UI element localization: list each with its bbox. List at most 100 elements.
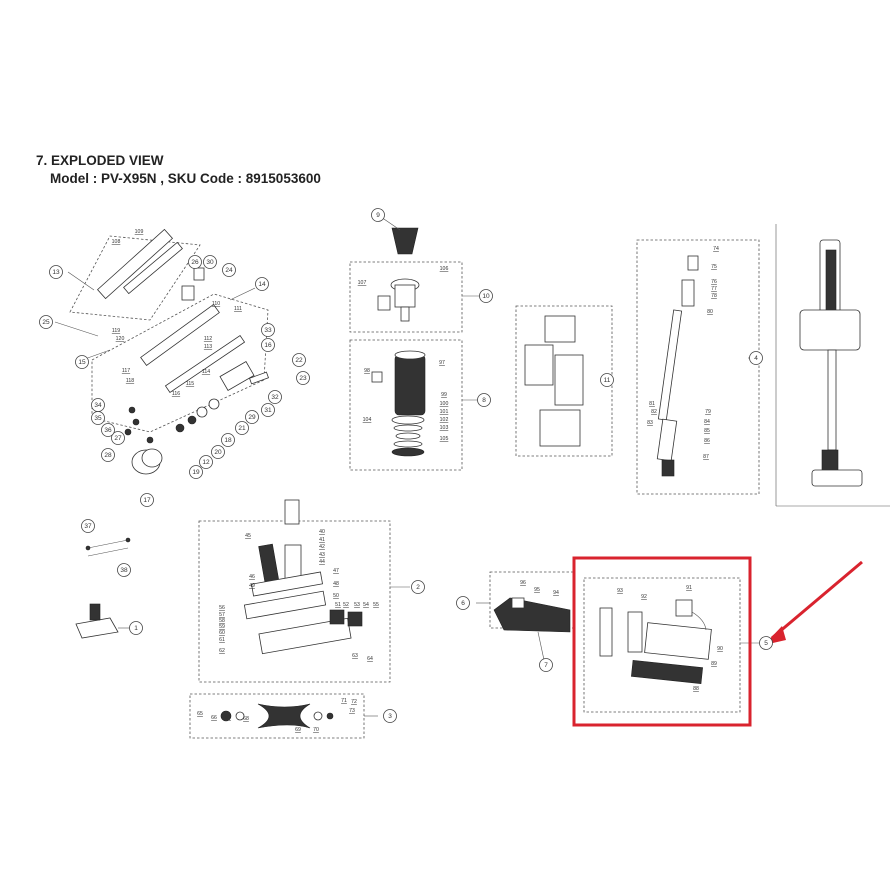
part-number-63: 63	[352, 653, 358, 659]
part-number-54: 54	[363, 602, 369, 608]
callout-circle	[411, 580, 425, 594]
callout-number: 4	[754, 355, 758, 362]
callout-17: 17	[140, 493, 154, 507]
part-number-69: 69	[295, 727, 301, 733]
part-number-105: 105	[440, 436, 449, 442]
callout-number: 18	[224, 437, 232, 444]
callout-circle	[261, 323, 275, 337]
callout-circle	[296, 371, 310, 385]
callout-circle	[292, 353, 306, 367]
callout-number: 36	[104, 427, 112, 434]
callout-number: 3	[388, 713, 392, 720]
callout-number: 38	[120, 567, 128, 574]
callout-circle	[261, 403, 275, 417]
part-number-65: 65	[197, 711, 203, 717]
battery-pack-group	[583, 577, 760, 713]
part-number-52: 52	[343, 602, 349, 608]
part-number-87: 87	[703, 454, 709, 460]
callout-38: 38	[117, 563, 131, 577]
callout-circle	[539, 658, 553, 672]
part-number-110: 110	[212, 301, 220, 307]
callout-number: 22	[295, 357, 303, 364]
callout-34: 34	[91, 398, 105, 412]
part-number-44: 44	[319, 559, 325, 565]
callout-5: 5	[759, 636, 773, 650]
callout-number: 24	[225, 267, 233, 274]
part-number-67: 67	[225, 715, 231, 721]
callout-27: 27	[111, 431, 125, 445]
part-number-71: 71	[341, 698, 347, 704]
part-number-45: 45	[245, 533, 251, 539]
part-number-58: 58	[219, 618, 225, 624]
callout-number: 5	[764, 640, 768, 647]
callout-16: 16	[261, 338, 275, 352]
part-number-120: 120	[116, 336, 125, 342]
dust-cup-group	[349, 214, 482, 471]
part-number-75: 75	[711, 264, 717, 270]
part-number-46: 46	[249, 574, 255, 580]
part-number-74: 74	[713, 246, 719, 252]
callout-circle	[91, 411, 105, 425]
part-number-92: 92	[641, 594, 647, 600]
part-number-109: 109	[135, 229, 144, 235]
callout-4: 4	[749, 351, 763, 365]
callout-circle	[222, 263, 236, 277]
callout-circle	[235, 421, 249, 435]
callout-18: 18	[221, 433, 235, 447]
callout-circle	[600, 373, 614, 387]
callout-number: 9	[376, 212, 380, 219]
part-number-68: 68	[243, 716, 249, 722]
part-number-89: 89	[711, 661, 717, 667]
callout-10: 10	[479, 289, 493, 303]
part-number-47: 47	[333, 568, 339, 574]
callout-circle	[111, 431, 125, 445]
callout-number: 13	[52, 269, 60, 276]
part-number-99: 99	[441, 392, 447, 398]
callout-number: 23	[299, 375, 307, 382]
part-number-61: 61	[219, 637, 225, 643]
callout-32: 32	[268, 390, 282, 404]
part-number-50: 50	[333, 593, 339, 599]
callout-12: 12	[199, 455, 213, 469]
callout-number: 10	[482, 293, 490, 300]
callout-7: 7	[539, 658, 553, 672]
callout-circle	[749, 351, 763, 365]
model-sku-line: Model : PV-X95N , SKU Code : 8915053600	[50, 171, 321, 186]
part-number-104: 104	[363, 417, 372, 423]
callout-number: 29	[248, 414, 256, 421]
part-number-116: 116	[172, 391, 180, 397]
callout-14: 14	[255, 277, 269, 291]
part-number-88: 88	[693, 686, 699, 692]
part-number-81: 81	[649, 401, 655, 407]
page-title: 7. EXPLODED VIEW	[36, 153, 164, 168]
part-number-107: 107	[358, 280, 367, 286]
part-number-78: 78	[711, 293, 717, 299]
callout-circle	[383, 709, 397, 723]
callout-13: 13	[49, 265, 63, 279]
callout-circle	[199, 455, 213, 469]
callout-number: 6	[461, 600, 465, 607]
callout-number: 32	[271, 394, 279, 401]
callout-15: 15	[75, 355, 89, 369]
callout-8: 8	[477, 393, 491, 407]
callout-37: 37	[81, 519, 95, 533]
part-number-70: 70	[313, 727, 319, 733]
tube-group	[636, 239, 760, 495]
callout-number: 31	[264, 407, 272, 414]
callout-circle	[75, 355, 89, 369]
callout-circle	[759, 636, 773, 650]
part-number-49: 49	[249, 583, 255, 589]
callout-21: 21	[235, 421, 249, 435]
motor-housing-group	[515, 305, 613, 457]
callout-30: 30	[203, 255, 217, 269]
callout-number: 11	[604, 377, 611, 384]
part-number-41: 41	[319, 537, 325, 543]
callout-number: 27	[114, 435, 122, 442]
callout-number: 28	[104, 452, 112, 459]
callout-25: 25	[39, 315, 53, 329]
part-number-103: 103	[440, 425, 449, 431]
callout-24: 24	[222, 263, 236, 277]
callout-circle	[477, 393, 491, 407]
floor-head-group	[198, 499, 410, 683]
